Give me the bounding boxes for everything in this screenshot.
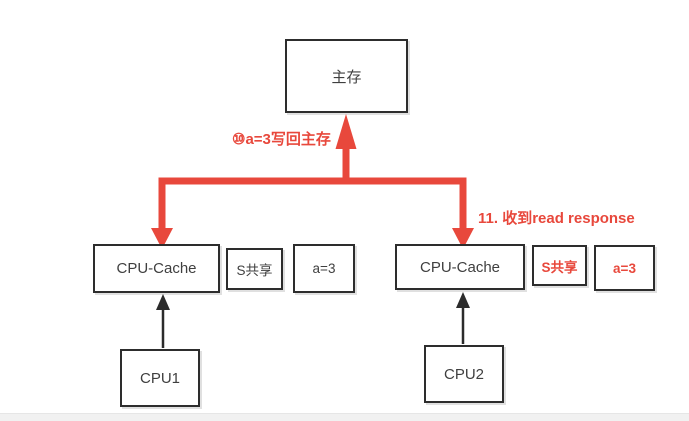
writeback-arrow-head [335,114,357,149]
cpu1-to-cache-arrow [156,294,170,348]
right-cpu-cache-node: CPU-Cache [395,244,525,290]
bus-horizontal-bar [158,177,467,185]
right-branch-stem [459,182,467,229]
writeback-annotation: ⑩a=3写回主存 [232,131,331,148]
left-cache-value-label: a=3 [312,261,336,276]
right-cache-state-label: S共享 [541,259,578,275]
left-branch-stem [158,182,166,229]
bottom-edge-strip [0,413,689,421]
cpu2-to-cache-arrow [456,292,470,344]
right-cache-state-cell: S共享 [532,245,587,286]
cpu1-label: CPU1 [139,369,180,387]
writeback-arrow-stem [342,147,350,180]
left-cache-value-cell: a=3 [293,244,355,293]
cpu2-label: CPU2 [443,365,484,383]
cpu2-node: CPU2 [424,345,504,403]
left-cpu-cache-node: CPU-Cache [93,244,220,293]
right-cpu-cache-label: CPU-Cache [419,258,501,276]
main-memory-label: 主存 [331,68,362,86]
left-cache-state-label: S共享 [236,263,273,278]
left-cache-state-cell: S共享 [226,248,283,290]
right-cache-value-cell: a=3 [594,245,655,291]
left-cpu-cache-label: CPU-Cache [116,260,197,277]
right-cache-value-label: a=3 [613,260,636,276]
cpu1-node: CPU1 [120,349,200,407]
main-memory-node: 主存 [285,39,408,113]
read-response-annotation: 11. 收到read response [478,210,635,227]
